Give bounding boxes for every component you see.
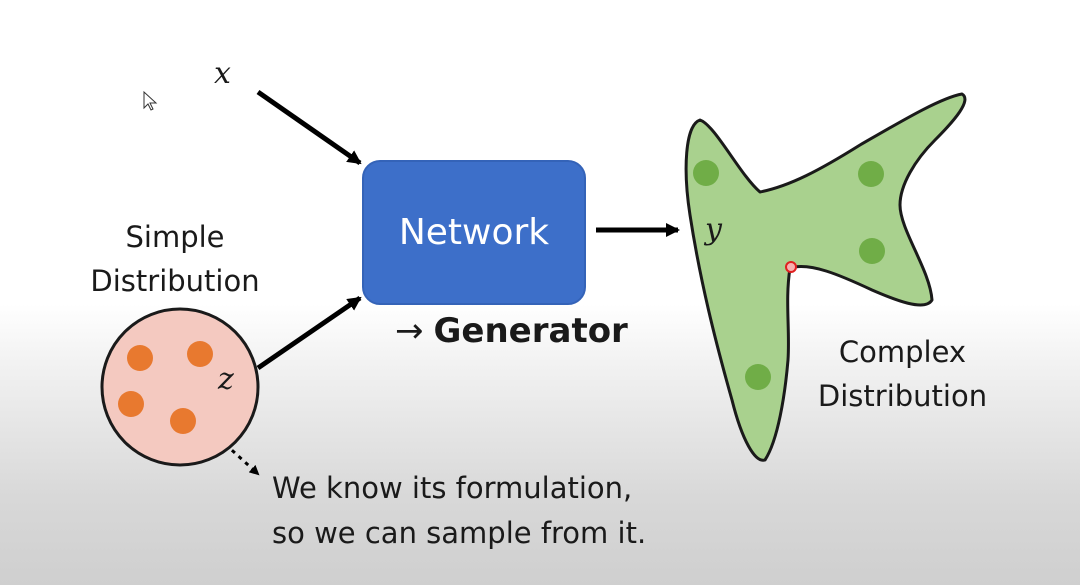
simple-sample-dot	[170, 408, 196, 434]
complex-sample-dot	[693, 160, 719, 186]
generator-text: Generator	[433, 311, 628, 351]
complex-distribution-line2: Distribution	[817, 379, 988, 413]
complex-sample-dot	[745, 364, 771, 390]
z-to-network-arrow	[256, 295, 362, 371]
generator-label: →Generator	[395, 311, 628, 351]
x-variable-label: x	[214, 56, 231, 91]
x-to-network-arrow	[256, 89, 362, 166]
mouse-cursor-icon	[143, 90, 158, 111]
y-variable-label: y	[705, 212, 722, 247]
simple-sample-dot	[187, 341, 213, 367]
sampling-note-line1: We know its formulation,	[272, 471, 633, 505]
sampling-note-line2: so we can sample from it.	[272, 516, 647, 550]
simple-sample-dot	[118, 391, 144, 417]
simple-distribution-circle	[100, 307, 260, 467]
complex-distribution-label: Complex Distribution	[790, 330, 1015, 418]
z-variable-label: z	[218, 362, 234, 397]
network-label: Network	[398, 212, 550, 253]
sample-marker-icon	[785, 261, 797, 273]
simple-distribution-label: Simple Distribution	[60, 215, 290, 303]
sampling-note: We know its formulation, so we can sampl…	[272, 466, 646, 556]
generator-arrow-glyph: →	[395, 311, 424, 351]
simple-sample-dot	[127, 345, 153, 371]
simple-distribution-line1: Simple	[125, 220, 225, 254]
complex-distribution-line1: Complex	[838, 335, 967, 369]
complex-sample-dot	[859, 238, 885, 264]
network-box: Network	[362, 160, 586, 305]
simple-distribution-line2: Distribution	[90, 264, 260, 298]
complex-sample-dot	[858, 161, 884, 187]
